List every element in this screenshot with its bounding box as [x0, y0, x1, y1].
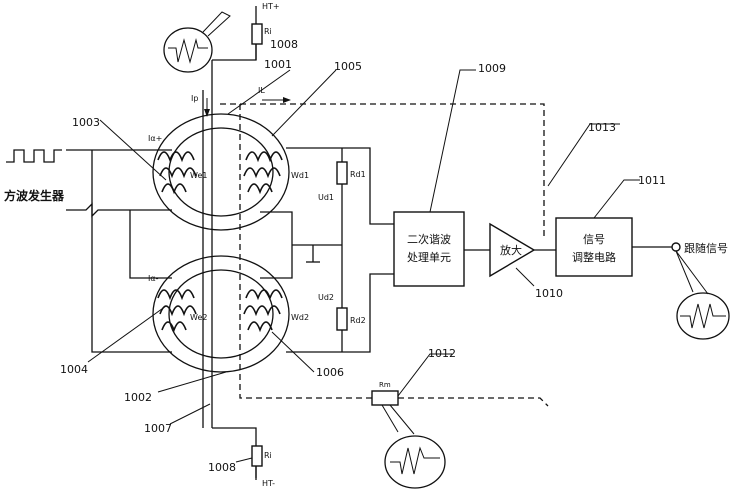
signal-block-line2: 调整电路 — [572, 250, 616, 264]
current-ia-plus-label: Iα+ — [148, 134, 162, 143]
resistor-bottom-label: Ri — [264, 451, 272, 460]
signal-adjust-block — [555, 217, 633, 277]
callout-1012: 1012 — [428, 347, 456, 360]
signal-block-line1: 信号 — [583, 233, 605, 246]
voltage-ud1-label: Ud1 — [318, 193, 334, 202]
callout-1010: 1010 — [535, 287, 563, 300]
lower-toroid — [152, 255, 290, 373]
excitation-wiring — [66, 149, 342, 353]
callout-1011: 1011 — [638, 174, 666, 187]
output-waveform-bubble — [675, 250, 730, 340]
output-signal-label: 跟随信号 — [684, 241, 728, 255]
winding-we2-label: We2 — [190, 313, 207, 322]
callout-1009: 1009 — [478, 62, 506, 75]
top-waveform-bubble — [163, 11, 231, 73]
amplifier-triangle — [489, 222, 536, 278]
winding-wd1-label: Wd1 — [291, 171, 309, 180]
winding-we1-label: We1 — [190, 171, 207, 180]
voltage-ud2-label: Ud2 — [318, 293, 334, 302]
callout-leaders — [87, 69, 640, 425]
square-wave-generator-label: 方波发生器 — [4, 188, 65, 203]
top-resistor — [251, 6, 263, 60]
resistor-top-label: Ri — [264, 27, 272, 36]
callout-1013: 1013 — [588, 121, 616, 134]
callout-1006: 1006 — [316, 366, 344, 379]
callout-1007: 1007 — [144, 422, 172, 435]
upper-toroid — [152, 113, 290, 231]
callout-1005: 1005 — [334, 60, 362, 73]
callout-1008-top: 1008 — [270, 38, 298, 51]
harmonic-processing-block — [393, 211, 465, 287]
callout-1002: 1002 — [124, 391, 152, 404]
terminal-bottom-label: HT- — [262, 479, 275, 488]
callout-1008-bottom: 1008 — [208, 461, 236, 474]
square-wave-symbol — [6, 149, 62, 163]
callout-1001: 1001 — [264, 58, 292, 71]
winding-wd2-label: Wd2 — [291, 313, 309, 322]
resistor-rd1-label: Rd1 — [350, 170, 366, 179]
current-ip-label: Ip — [191, 94, 198, 103]
callout-1003: 1003 — [72, 116, 100, 129]
feedback-loop — [220, 103, 549, 407]
harmonic-block-line2: 处理单元 — [407, 251, 451, 264]
resistor-rm-label: Rm — [379, 381, 391, 389]
callout-1004: 1004 — [60, 363, 88, 376]
detection-wiring — [286, 147, 394, 353]
amplifier-label: 放大 — [500, 243, 522, 257]
primary-conductor — [202, 20, 257, 478]
resistor-rd2-label: Rd2 — [350, 316, 366, 325]
terminal-top-label: HT+ — [262, 2, 280, 11]
bias-waveform-bubble — [381, 404, 446, 489]
output-terminal — [671, 242, 681, 252]
bottom-resistor — [251, 445, 263, 480]
harmonic-block-line1: 二次谐波 — [407, 232, 451, 246]
